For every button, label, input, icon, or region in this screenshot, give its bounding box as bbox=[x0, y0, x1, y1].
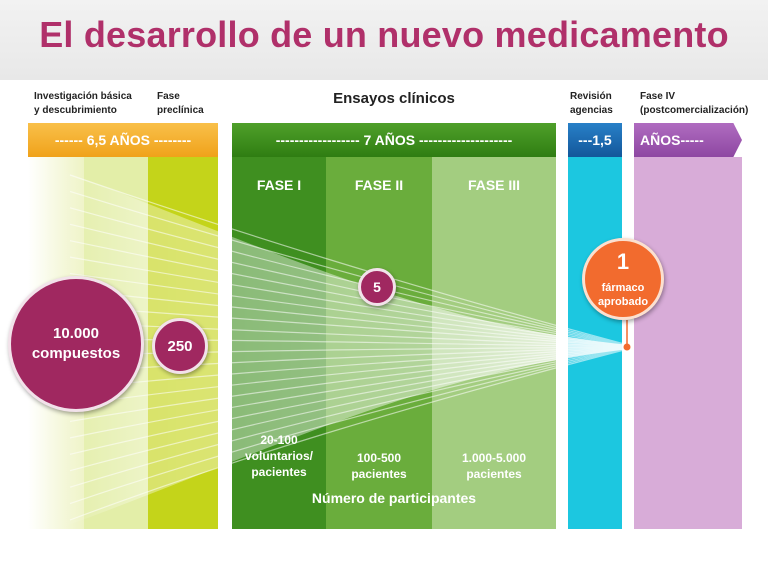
funnel-streak bbox=[69, 223, 629, 347]
timeline-text-1: ------ 6,5 AÑOS -------- bbox=[54, 132, 192, 148]
header-fase4: Fase IV (postcomercialización) bbox=[640, 90, 748, 118]
funnel-streak bbox=[69, 174, 629, 346]
funnel-streak bbox=[69, 240, 629, 347]
funnel-streak bbox=[69, 348, 629, 488]
ensayos-count: 5 bbox=[373, 279, 381, 295]
funnel-streak bbox=[69, 347, 629, 455]
compuestos-value: 10.000 bbox=[53, 325, 99, 342]
header-revision: Revisión agencias bbox=[570, 90, 613, 118]
header-revision-line2: agencias bbox=[570, 105, 613, 116]
fase1-participants-line2: voluntarios/ bbox=[244, 449, 313, 463]
timeline-text-3: ---1,5 bbox=[578, 132, 612, 148]
fase2-participants: 100-500 pacientes bbox=[326, 450, 432, 482]
header-preclinica-line1: Fase bbox=[157, 91, 180, 102]
fase3-participants-line2: pacientes bbox=[466, 467, 522, 481]
fase2-participants-line2: pacientes bbox=[351, 467, 407, 481]
approval-dot bbox=[623, 343, 631, 351]
header-fase4-line2: (postcomercialización) bbox=[640, 105, 749, 116]
funnel-streak bbox=[69, 347, 629, 423]
timeline-bar-ensayos bbox=[232, 123, 556, 157]
timeline-bar-fase4 bbox=[634, 123, 742, 157]
timeline-text-2: ------------------ 7 AÑOS --------------… bbox=[275, 132, 513, 148]
fase1-participants-line3: pacientes bbox=[251, 465, 307, 479]
fase3-participants-line1: 1.000-5.000 bbox=[461, 451, 527, 465]
funnel-streak bbox=[69, 190, 629, 346]
funnel-streak bbox=[69, 347, 629, 406]
funnel-streak bbox=[69, 207, 629, 346]
fase3-title: FASE III bbox=[467, 177, 521, 193]
fase1-participants: 20-100 voluntarios/ pacientes bbox=[232, 432, 326, 480]
funnel-streak bbox=[69, 348, 629, 521]
funnel-streak bbox=[69, 289, 629, 347]
funnel-streak bbox=[69, 272, 629, 347]
fase3-participants: 1.000-5.000 pacientes bbox=[432, 450, 556, 482]
funnel-streak bbox=[69, 346, 629, 390]
approved-circle: 1 fármaco aprobado bbox=[582, 238, 664, 320]
header-ensayos: Ensayos clínicos bbox=[333, 90, 455, 107]
header-revision-line1: Revisión bbox=[570, 91, 612, 102]
approved-label-line1: fármaco bbox=[601, 282, 645, 294]
header-investigacion-line1: Investigación básica bbox=[34, 91, 132, 102]
header-investigacion-line2: y descubrimiento bbox=[34, 105, 117, 116]
funnel-streak bbox=[69, 347, 629, 472]
timeline-text-4: AÑOS----- bbox=[640, 132, 704, 148]
header-preclinica: Fase preclínica bbox=[157, 90, 204, 118]
funnel-streak bbox=[69, 347, 629, 439]
funnel-shape bbox=[60, 170, 630, 528]
preclinica-count: 250 bbox=[167, 337, 193, 355]
approved-label-line2: aprobado bbox=[597, 296, 649, 308]
approved-label: fármaco aprobado bbox=[585, 281, 661, 309]
timeline-bar-investigacion bbox=[28, 123, 218, 157]
ensayos-count-circle: 5 bbox=[358, 268, 396, 306]
fase1-title: FASE I bbox=[256, 177, 302, 193]
title-band bbox=[0, 0, 768, 80]
funnel-streak bbox=[69, 256, 629, 347]
funnel-streak bbox=[69, 305, 629, 348]
fase2-title: FASE II bbox=[354, 177, 404, 193]
compuestos-circle: 10.000 compuestos bbox=[8, 276, 144, 412]
fase1-participants-line1: 20-100 bbox=[260, 433, 298, 447]
participants-label: Número de participantes bbox=[311, 490, 477, 506]
approved-value: 1 bbox=[616, 249, 630, 274]
preclinica-count-circle: 250 bbox=[152, 318, 208, 374]
timeline-bar-revision bbox=[568, 123, 622, 157]
funnel-streak bbox=[69, 348, 629, 505]
column-fase4 bbox=[634, 157, 742, 529]
fase2-participants-line1: 100-500 bbox=[356, 451, 402, 465]
page-title: El desarrollo de un nuevo medicamento bbox=[39, 14, 729, 55]
header-preclinica-line2: preclínica bbox=[157, 105, 204, 116]
header-investigacion: Investigación básica y descubrimiento bbox=[34, 90, 132, 118]
header-fase4-line1: Fase IV bbox=[640, 91, 676, 102]
compuestos-label: compuestos bbox=[31, 345, 121, 362]
